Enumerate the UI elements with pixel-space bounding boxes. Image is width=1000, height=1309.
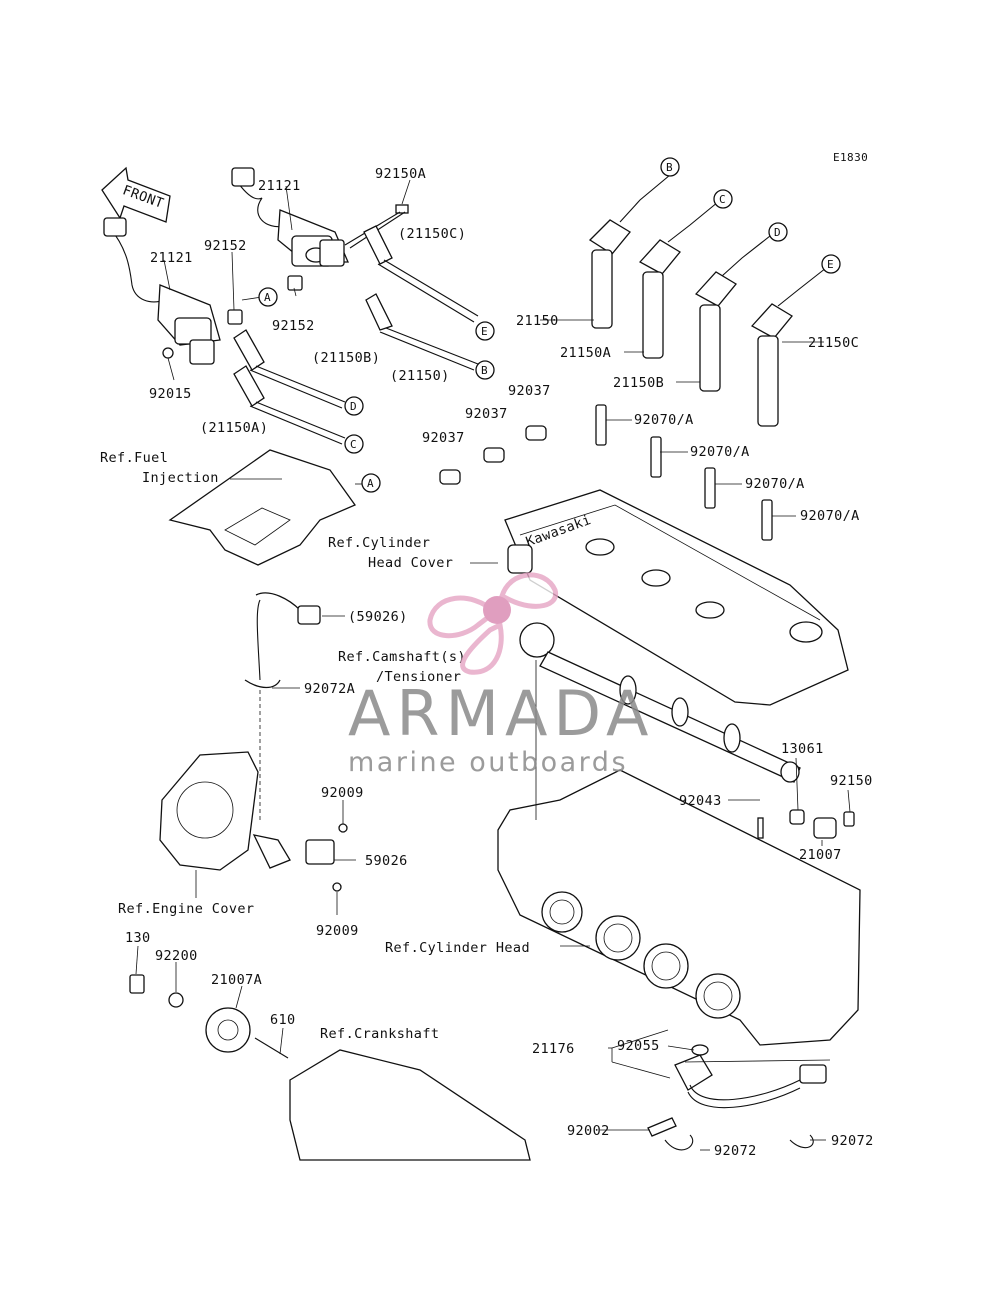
watermark-brand: ARMADA: [348, 677, 654, 750]
leader-lines: [135, 179, 851, 1151]
label-92037-c: 92037: [422, 430, 465, 446]
grommets-92037: [439, 425, 547, 485]
callout-c-2-text: C: [719, 193, 726, 206]
label-59026: 59026: [365, 853, 408, 869]
callout-e-1-text: E: [481, 325, 488, 338]
callout-a-2: [361, 473, 381, 493]
cam-sensor-assembly: [647, 1044, 827, 1151]
callout-a-2-text: A: [367, 477, 374, 490]
label-92200: 92200: [155, 948, 198, 964]
label-92037-a: 92037: [508, 383, 551, 399]
label-21150c-paren: (21150C): [398, 226, 466, 242]
watermark: ARMADA marine outboards: [348, 572, 654, 778]
label-92002: 92002: [567, 1123, 610, 1139]
label-ref-engine-cover: Ref.Engine Cover: [118, 901, 254, 917]
label-92043: 92043: [679, 793, 722, 809]
tensioner-parts: [757, 809, 855, 839]
callout-c-1-text: C: [350, 438, 357, 451]
callout-a-1-text: A: [264, 291, 271, 304]
engine-cover-group: [159, 592, 348, 892]
label-92150a: 92150A: [375, 166, 426, 182]
label-ref-cyl-cover-1: Ref.Cylinder: [328, 535, 430, 551]
callout-d-2: [768, 222, 788, 242]
label-ref-cam-2: /Tensioner: [376, 669, 461, 685]
callout-e-2-text: E: [827, 258, 834, 271]
label-92015: 92015: [149, 386, 192, 402]
ignition-coil-lower: [103, 217, 221, 365]
label-21150a: 21150A: [560, 345, 611, 361]
callouts: A E B D C A B C D E: [241, 157, 841, 493]
label-ref-fuel-1: Ref.Fuel: [100, 450, 168, 466]
callout-b-1-text: B: [481, 364, 488, 377]
label-92152-a: 92152: [204, 238, 247, 254]
callout-a-1: [258, 287, 278, 307]
label-92009-a: 92009: [321, 785, 364, 801]
callout-e-2: [821, 254, 841, 274]
ignition-coil-upper: [231, 167, 349, 267]
label-21150c: 21150C: [808, 335, 859, 351]
collar-92152: [227, 275, 303, 325]
label-610: 610: [270, 1012, 296, 1028]
label-92072-c: 92072: [831, 1133, 874, 1149]
cylinder-head-cover: Kawasaki: [504, 489, 849, 706]
label-ref-crankshaft: Ref.Crankshaft: [320, 1026, 439, 1042]
plug-cap-group-lower: [233, 329, 346, 445]
label-ref-cyl-cover-2: Head Cover: [368, 555, 453, 571]
label-92072-b: 92072: [714, 1143, 757, 1159]
callout-c-1: [344, 434, 364, 454]
callout-b-2-text: B: [666, 161, 673, 174]
label-92070-b: 92070/A: [690, 444, 750, 460]
label-21176: 21176: [532, 1041, 575, 1057]
label-21150b-paren: (21150B): [312, 350, 380, 366]
label-92150: 92150: [830, 773, 873, 789]
cylinder-head: [497, 769, 861, 1046]
callout-e-1: [475, 321, 495, 341]
callout-c-2: [713, 189, 733, 209]
label-92055: 92055: [617, 1038, 660, 1054]
camshaft: [519, 622, 801, 783]
propeller-logo-icon: [427, 572, 559, 675]
front-arrow-icon: FRONT: [101, 166, 171, 223]
label-21121-lower: 21121: [150, 250, 193, 266]
label-ref-cam-1: Ref.Camshaft(s): [338, 649, 466, 665]
callout-b-1: [475, 360, 495, 380]
fuel-injection-bracket: [168, 449, 356, 566]
part-labels: E1830 21121 21121 92150A (21150C) 92152 …: [100, 151, 874, 1159]
callout-d-1-text: D: [350, 400, 357, 413]
label-ref-fuel-2: Injection: [142, 470, 219, 486]
label-21007: 21007: [799, 847, 842, 863]
label-13061: 13061: [781, 741, 824, 757]
label-92009-b: 92009: [316, 923, 359, 939]
label-21007a: 21007A: [211, 972, 262, 988]
plug-cap-group-upper: [363, 225, 479, 371]
label-92070-c: 92070/A: [745, 476, 805, 492]
callout-d-2-text: D: [774, 226, 781, 239]
label-21150-paren: (21150): [390, 368, 450, 384]
label-92070-d: 92070/A: [800, 508, 860, 524]
watermark-subtitle: marine outboards: [348, 747, 628, 778]
label-92152-b: 92152: [272, 318, 315, 334]
diagram-code: E1830: [833, 151, 868, 164]
spark-plugs: [595, 404, 773, 541]
callout-b-2: [660, 157, 680, 177]
label-21150b: 21150B: [613, 375, 664, 391]
label-59026-paren: (59026): [348, 609, 408, 625]
label-21121-upper: 21121: [258, 178, 301, 194]
label-92070-a: 92070/A: [634, 412, 694, 428]
callout-d-1: [344, 396, 364, 416]
crank-group: [129, 974, 531, 1161]
label-92072a: 92072A: [304, 681, 355, 697]
label-ref-cylinder-head: Ref.Cylinder Head: [385, 940, 530, 956]
plug-caps-right: [588, 174, 827, 427]
label-130: 130: [125, 930, 151, 946]
label-92037-b: 92037: [465, 406, 508, 422]
label-21150: 21150: [516, 313, 559, 329]
label-21150a-paren: (21150A): [200, 420, 268, 436]
